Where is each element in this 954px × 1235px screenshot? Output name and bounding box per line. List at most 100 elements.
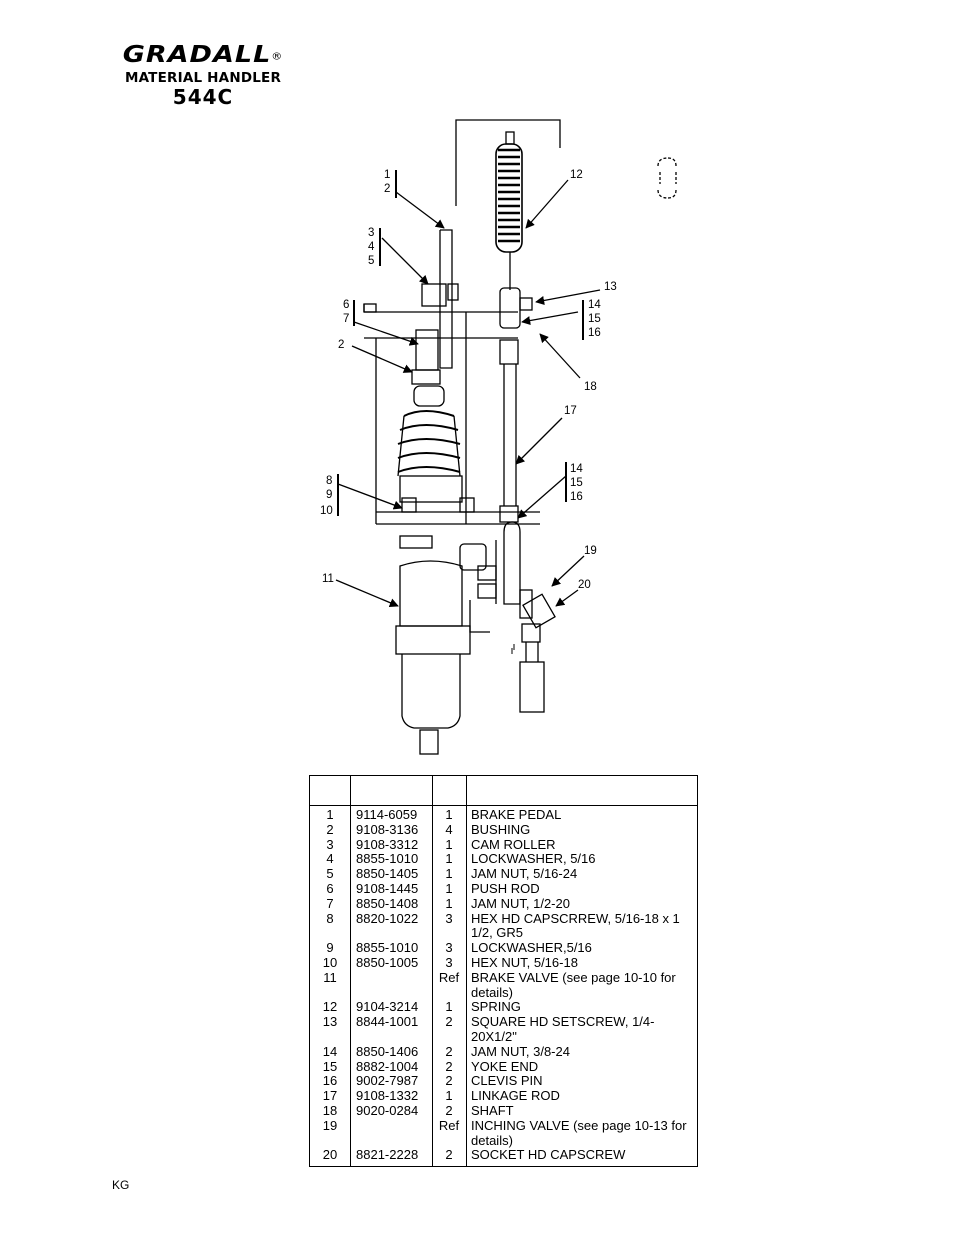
quantity: 2 [445, 1058, 453, 1074]
item-number: 10 [322, 954, 338, 970]
callout-18: 18 [584, 381, 597, 393]
item-number: 2 [326, 821, 334, 837]
part-number: 8821-2228 [356, 1147, 419, 1163]
part-number: 9108-1332 [356, 1088, 419, 1104]
product-subtitle: MATERIAL HANDLER [124, 70, 282, 86]
quantity: 3 [445, 910, 453, 926]
part-number: 8882-1004 [356, 1058, 419, 1074]
registered-mark: ® [271, 50, 284, 62]
part-number: 9114-6059 [356, 807, 418, 822]
item-number: 5 [326, 866, 334, 882]
brake-pedal-assembly-diagram: 1 2 3 4 5 6 7 2 8 9 10 11 12 13 14 15 16… [320, 119, 677, 755]
callout-5: 5 [368, 255, 374, 267]
quantity: 1 [445, 880, 453, 896]
callout-16-lower: 16 [570, 491, 583, 503]
callout-4: 4 [368, 241, 375, 253]
item-number: 11 [323, 969, 337, 985]
table-row: 11 Ref BRAKE VALVE (see page 10-10 for det… [310, 969, 699, 1001]
quantity: Ref [438, 969, 460, 985]
item-number: 1 [326, 807, 334, 822]
callout-14-upper: 14 [588, 299, 601, 311]
spare-clip [657, 157, 677, 199]
callout-6: 6 [343, 299, 349, 311]
brand-name: GRADALL [122, 41, 272, 68]
quantity: 2 [445, 1043, 453, 1059]
part-number [350, 971, 432, 1001]
description: PUSH ROD [471, 880, 540, 896]
spring [495, 131, 523, 290]
item-number: 12 [322, 999, 338, 1015]
description: CAM ROLLER [471, 836, 556, 852]
item-number: 20 [322, 1147, 338, 1163]
description: JAM NUT, 3/8-24 [471, 1043, 570, 1059]
quantity: 3 [445, 954, 453, 970]
description: CLEVIS PIN [471, 1073, 543, 1089]
item-number: 15 [322, 1058, 338, 1074]
model-number: 544C [172, 85, 234, 109]
callout-2: 2 [384, 183, 390, 195]
part-number: 8850-1405 [356, 866, 419, 882]
quantity: 1 [445, 807, 453, 822]
callout-15-upper: 15 [588, 313, 601, 325]
callout-3: 3 [368, 227, 374, 239]
callout-15-lower: 15 [570, 477, 583, 489]
quantity: 1 [445, 836, 453, 852]
footer-code: KG [112, 1178, 130, 1192]
callout-1: 1 [384, 169, 390, 181]
description: BRAKE VALVE (see page 10-10 for details) [471, 969, 676, 1000]
table-row: 5 8850-1405 1 JAM NUT, 5/16-24 [310, 866, 699, 882]
item-number: 17 [322, 1088, 338, 1104]
callout-7: 7 [343, 313, 349, 325]
callout-10: 10 [320, 505, 333, 517]
callout-8: 8 [326, 475, 332, 487]
part-number: 9002-7987 [356, 1073, 419, 1089]
description: SQUARE HD SETSCREW, 1/4-20X1/2" [471, 1014, 655, 1044]
description: SHAFT [471, 1102, 514, 1118]
description: SOCKET HD CAPSCREW [471, 1147, 626, 1163]
part-number: 8855-1010 [356, 851, 419, 867]
item-number: 18 [322, 1102, 338, 1118]
description: HEX HD CAPSCRREW, 5/16-18 x 1 1/2, GR5 [471, 910, 680, 941]
item-number: 7 [326, 895, 334, 911]
item-number: 16 [322, 1073, 338, 1089]
description: LOCKWASHER, 5/16 [471, 851, 596, 867]
part-number: 9020-0284 [356, 1102, 419, 1118]
callout-13: 13 [604, 281, 617, 293]
part-number: 8850-1406 [356, 1043, 419, 1059]
description: LOCKWASHER,5/16 [471, 940, 592, 956]
callout-20: 20 [578, 579, 591, 591]
part-number: 9108-3136 [356, 821, 419, 837]
part-number: 8850-1005 [356, 954, 419, 970]
item-number: 13 [322, 1014, 338, 1030]
description: BUSHING [471, 821, 531, 837]
brake-pedal-arm [439, 229, 453, 369]
item-number: 14 [322, 1043, 338, 1059]
quantity: 1 [445, 895, 453, 911]
part-number [350, 1119, 432, 1149]
part-number: 9108-3312 [356, 836, 419, 852]
part-number: 8855-1010 [356, 940, 419, 956]
item-number: 3 [326, 836, 334, 852]
item-number: 9 [326, 940, 334, 956]
brand-header: GRADALL® MATERIAL HANDLER 544C [108, 40, 298, 108]
top-bracket [455, 119, 561, 206]
part-number: 8820-1022 [356, 910, 419, 926]
callout-17: 17 [564, 405, 577, 417]
description: JAM NUT, 1/2-20 [471, 895, 570, 911]
description: INCHING VALVE (see page 10-13 for detail… [471, 1117, 687, 1148]
description: JAM NUT, 5/16-24 [471, 866, 578, 882]
quantity: 2 [445, 1102, 453, 1118]
quantity: 1 [445, 866, 453, 882]
callout-16-upper: 16 [588, 327, 601, 339]
